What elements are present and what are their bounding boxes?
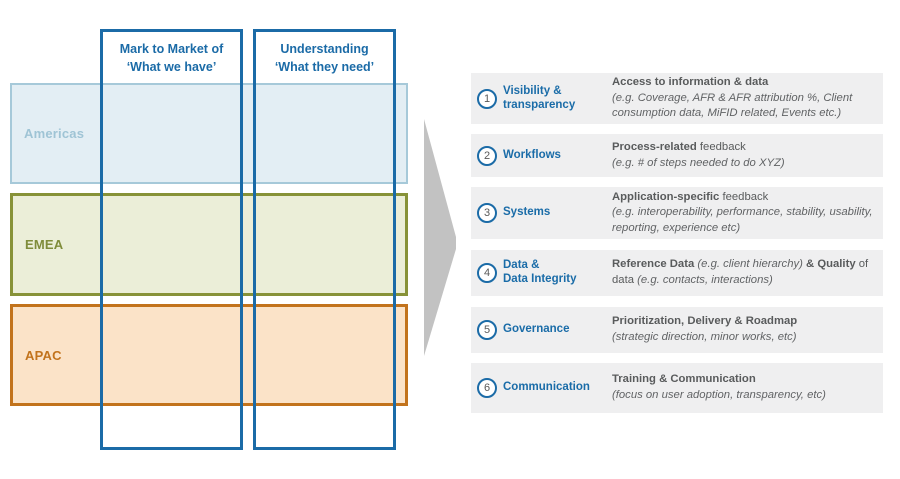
right-arrow-icon (424, 119, 456, 356)
item-title: Communication (503, 381, 590, 394)
region-row-emea: EMEA (10, 193, 408, 296)
region-row-apac: APAC (10, 304, 408, 406)
item-description: Access to information & data(e.g. Covera… (612, 76, 853, 120)
item-title: Workflows (503, 148, 561, 161)
item-title: Visibility &transparency (503, 84, 576, 111)
item-heading: 6 Communication (477, 378, 612, 398)
column-header: Understanding‘What they need’ (274, 42, 375, 75)
item-number-badge: 5 (477, 320, 497, 340)
item-description: Process-related feedback(e.g. # of steps… (612, 140, 785, 169)
item-heading: 4 Data &Data Integrity (477, 259, 612, 287)
list-item-visibility: 1 Visibility &transparency Access to inf… (471, 73, 883, 124)
item-number-badge: 4 (477, 263, 497, 283)
item-title: Data &Data Integrity (503, 259, 577, 285)
region-label-emea: EMEA (25, 237, 64, 252)
list-item-communication: 6 Communication Training & Communication… (471, 363, 883, 413)
matrix-column-what-they-need: Understanding‘What they need’ (253, 29, 396, 450)
item-title: Governance (503, 323, 570, 336)
item-number-badge: 2 (477, 145, 497, 166)
item-title: Systems (503, 206, 551, 219)
item-heading: 3 Systems (477, 203, 612, 223)
list-item-data-integrity: 4 Data &Data Integrity Reference Data (e… (471, 250, 883, 296)
item-number-badge: 1 (477, 88, 497, 109)
item-heading: 5 Governance (477, 320, 612, 340)
item-description: Training & Communication(focus on user a… (612, 373, 826, 401)
item-number-badge: 3 (477, 203, 497, 223)
item-description: Prioritization, Delivery & Roadmap(strat… (612, 315, 798, 343)
region-label-americas: Americas (24, 126, 85, 141)
column-header: Mark to Market of‘What we have’ (119, 42, 224, 75)
region-label-apac: APAC (25, 347, 62, 363)
list-item-workflows: 2 Workflows Process-related feedback(e.g… (471, 134, 883, 177)
item-heading: 1 Visibility &transparency (477, 85, 612, 113)
item-number-badge: 6 (477, 378, 497, 398)
list-item-governance: 5 Governance Prioritization, Delivery & … (471, 307, 883, 353)
list-item-systems: 3 Systems Application-specific feedback(… (471, 187, 883, 239)
matrix-column-what-we-have: Mark to Market of‘What we have’ (100, 29, 243, 450)
region-row-americas: Americas (10, 83, 408, 184)
item-heading: 2 Workflows (477, 145, 612, 166)
item-description: Reference Data (e.g. client hierarchy) &… (612, 258, 869, 286)
item-description: Application-specific feedback(e.g. inter… (612, 190, 873, 234)
